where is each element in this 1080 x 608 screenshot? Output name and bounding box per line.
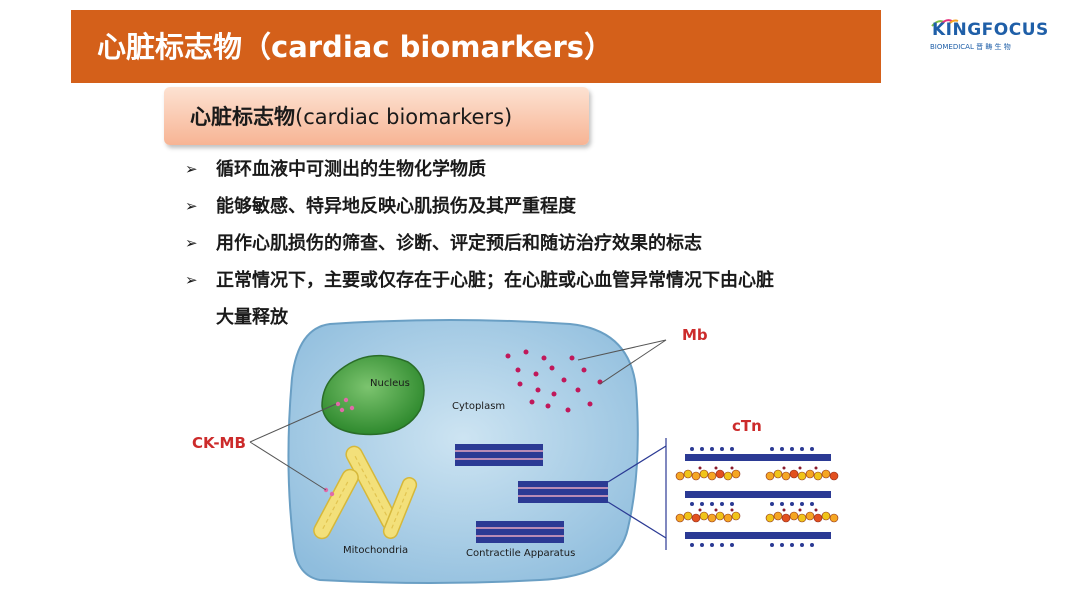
bullet-text: 循环血液中可测出的生物化学物质: [216, 159, 486, 180]
logo-wordmark: KINGFOCUS: [932, 20, 1049, 40]
subtitle-box: 心脏标志物(cardiac biomarkers): [164, 87, 589, 145]
bullet-item: ➢ 用作心肌损伤的筛查、诊断、评定预后和随访治疗效果的标志: [183, 225, 774, 262]
ckmb-dots-nucleus: [335, 397, 355, 413]
bullet-item: ➢ 能够敏感、特异地反映心肌损伤及其严重程度: [183, 188, 774, 225]
slide-title: 心脏标志物（cardiac biomarkers）: [97, 30, 614, 64]
contractile-unit: [455, 444, 543, 466]
mb-label: Mb: [682, 326, 708, 344]
bullet-list: ➢ 循环血液中可测出的生物化学物质 ➢ 能够敏感、特异地反映心肌损伤及其严重程度 ➢…: [183, 151, 774, 336]
bullet-text: 用作心肌损伤的筛查、诊断、评定预后和随访治疗效果的标志: [216, 233, 702, 254]
subtitle: 心脏标志物(cardiac biomarkers): [190, 101, 512, 131]
title-bar: 心脏标志物（cardiac biomarkers）: [71, 10, 881, 83]
mb-pointer-lines: [577, 339, 667, 385]
cytoplasm-label: Cytoplasm: [452, 401, 505, 412]
subtitle-en: (cardiac biomarkers): [295, 105, 513, 129]
contractile-label: Contractile Apparatus: [466, 548, 575, 559]
bullet-text: 正常情况下，主要或仅存在于心脏；在心脏或心血管异常情况下由心脏: [216, 270, 774, 291]
bullet-arrow-icon: ➢: [185, 197, 198, 215]
bullet-arrow-icon: ➢: [185, 160, 198, 178]
bullet-arrow-icon: ➢: [185, 234, 198, 252]
bullet-continuation: 大量释放: [216, 307, 288, 328]
ckmb-pointer-lines: [249, 403, 337, 491]
logo-swoosh-icon: [931, 19, 959, 27]
subtitle-zh: 心脏标志物: [190, 105, 295, 129]
contractile-unit: [476, 521, 564, 543]
bullet-text: 能够敏感、特异地反映心肌损伤及其严重程度: [216, 196, 576, 217]
mb-dots: [505, 349, 603, 413]
cardiac-cell-diagram: Nucleus Cytoplasm Mitochondria: [192, 319, 839, 584]
troponin-filament-detail: [675, 447, 839, 547]
company-logo: KINGFOCUS BIOMEDICAL 晋 畴 生 物: [924, 18, 1048, 58]
bullet-item: ➢ 循环血液中可测出的生物化学物质: [183, 151, 774, 188]
ckmb-label: CK-MB: [192, 434, 246, 452]
zoom-lines: [607, 438, 667, 550]
nucleus-label: Nucleus: [370, 378, 410, 389]
bullet-arrow-icon: ➢: [185, 271, 198, 289]
contractile-unit: [518, 481, 608, 503]
bullet-item: ➢ 正常情况下，主要或仅存在于心脏；在心脏或心血管异常情况下由心脏大量释放: [183, 262, 774, 336]
mitochondria: [313, 445, 418, 540]
nucleus: [321, 354, 425, 436]
logo-subline: BIOMEDICAL 晋 畴 生 物: [930, 43, 1011, 51]
ctn-label: cTn: [732, 417, 762, 435]
mitochondria-label: Mitochondria: [343, 545, 408, 556]
